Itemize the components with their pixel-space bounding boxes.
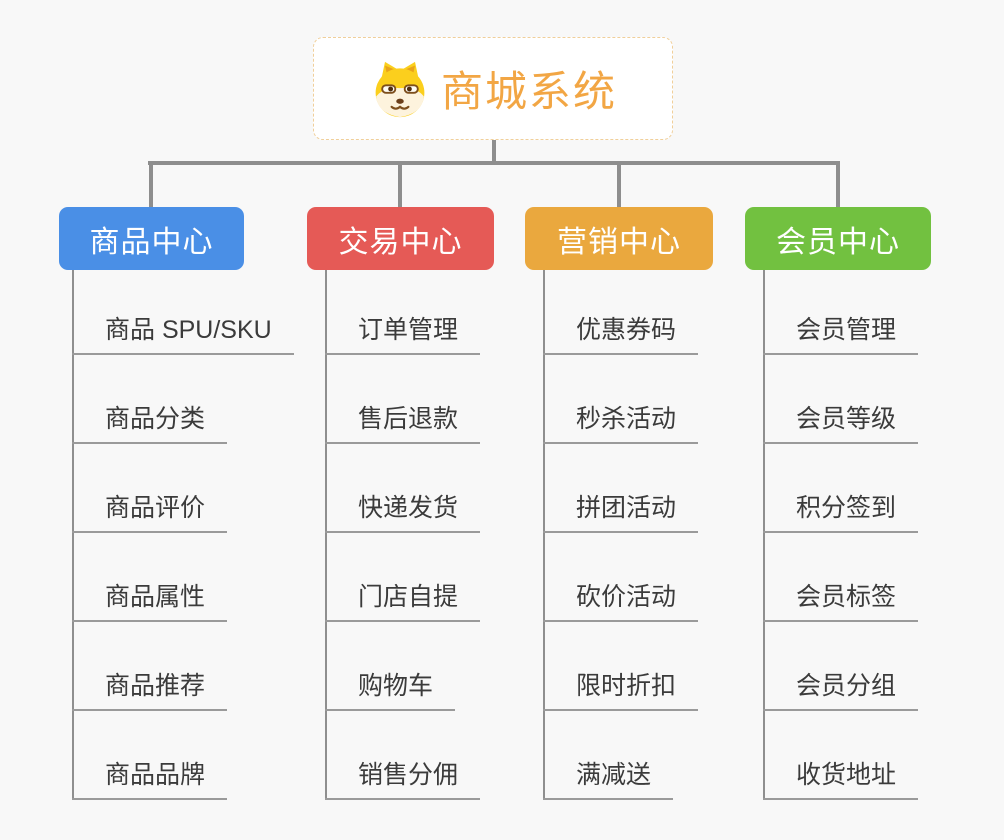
root-stem-line xyxy=(492,140,496,165)
subtopic-item[interactable]: 拼团活动 xyxy=(543,492,699,533)
branch-topic-trade[interactable]: 交易中心 xyxy=(307,207,494,270)
subtopic-item[interactable]: 商品评价 xyxy=(72,492,228,533)
subtopic-item[interactable]: 快递发货 xyxy=(325,492,481,533)
subtopic-item[interactable]: 商品 SPU/SKU xyxy=(72,314,294,355)
branch-trunk-line xyxy=(72,270,74,800)
branch-label: 会员中心 xyxy=(776,225,900,259)
subtopic-item[interactable]: 订单管理 xyxy=(325,314,481,355)
subtopic-item[interactable]: 会员分组 xyxy=(763,670,919,711)
branch-trunk-line xyxy=(543,270,545,800)
branch-label: 商品中心 xyxy=(89,225,214,259)
branch-trunk-line xyxy=(763,270,765,800)
subtopic-item[interactable]: 收货地址 xyxy=(763,759,919,800)
branch-bus-line xyxy=(148,161,840,165)
dog-face-icon xyxy=(375,61,425,117)
subtopic-item[interactable]: 门店自提 xyxy=(325,581,481,622)
branch-drop-line xyxy=(149,165,153,207)
branch-trunk-line xyxy=(325,270,327,800)
subtopic-item[interactable]: 砍价活动 xyxy=(543,581,699,622)
subtopic-item[interactable]: 商品分类 xyxy=(72,403,228,444)
subtopic-item[interactable]: 优惠券码 xyxy=(543,314,699,355)
subtopic-item[interactable]: 销售分佣 xyxy=(325,759,481,800)
subtopic-item[interactable]: 商品属性 xyxy=(72,581,228,622)
subtopic-item[interactable]: 会员等级 xyxy=(763,403,919,444)
branch-label: 营销中心 xyxy=(557,225,681,259)
subtopic-item[interactable]: 秒杀活动 xyxy=(543,403,699,444)
subtopic-item[interactable]: 满减送 xyxy=(543,759,674,800)
branch-drop-line xyxy=(836,165,840,207)
subtopic-item[interactable]: 积分签到 xyxy=(763,492,919,533)
subtopic-item[interactable]: 商品品牌 xyxy=(72,759,228,800)
branch-topic-member[interactable]: 会员中心 xyxy=(745,207,931,270)
branch-drop-line xyxy=(398,165,402,207)
subtopic-item[interactable]: 限时折扣 xyxy=(543,670,699,711)
subtopic-item[interactable]: 售后退款 xyxy=(325,403,481,444)
branch-label: 交易中心 xyxy=(338,225,463,259)
subtopic-item[interactable]: 会员标签 xyxy=(763,581,919,622)
branch-drop-line xyxy=(617,165,621,207)
root-title: 商城系统 xyxy=(440,68,617,115)
root-topic[interactable]: 商城系统 xyxy=(313,37,673,140)
branch-topic-marketing[interactable]: 营销中心 xyxy=(525,207,713,270)
subtopic-item[interactable]: 购物车 xyxy=(325,670,456,711)
subtopic-item[interactable]: 会员管理 xyxy=(763,314,919,355)
branch-topic-product[interactable]: 商品中心 xyxy=(59,207,244,270)
subtopic-item[interactable]: 商品推荐 xyxy=(72,670,228,711)
